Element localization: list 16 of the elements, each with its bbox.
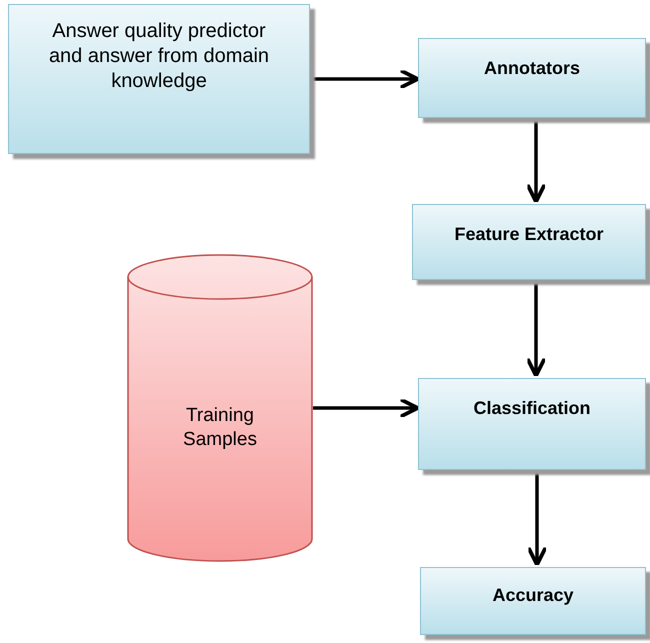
process-box [8,4,310,154]
process-box [420,567,646,635]
node-label: Feature Extractor [454,223,604,246]
arrow [310,68,420,90]
node-label: Answer quality predictor and answer from domain knowledge [48,19,270,94]
arrow [526,472,548,567]
node-label: Training Samples [182,404,258,452]
arrow [525,282,547,378]
process-box [418,378,646,470]
node-label: Annotators [484,57,580,80]
node-label: Classification [473,397,591,420]
node-label: Accuracy [492,584,574,606]
arrow [313,397,420,419]
process-box [412,204,646,280]
arrow [525,120,547,204]
process-box [418,38,646,118]
